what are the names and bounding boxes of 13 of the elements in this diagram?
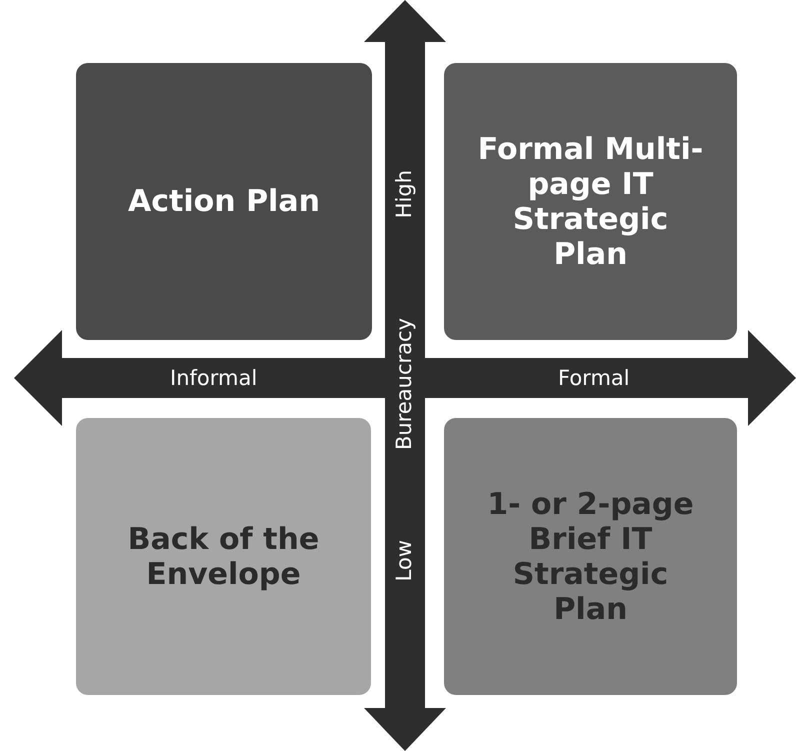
quadrant-box (444, 63, 737, 340)
axis-end-label: Low (392, 540, 416, 582)
quadrant-title: Action Plan (127, 184, 321, 219)
axis-end-label: Formal (558, 366, 630, 390)
axis-end-label: Informal (170, 366, 258, 390)
quadrant-box (76, 418, 371, 695)
quadrant-title: Formal Multi-page IT Strategic Plan (476, 132, 704, 272)
quadrant-title: 1- or 2-page Brief IT Strategic Plan (486, 486, 695, 626)
quadrant-title: Back of the Envelope (126, 522, 320, 592)
quadrant-box (444, 418, 737, 695)
axis-end-label: High (392, 170, 416, 218)
axis-title: Bureaucracy (392, 318, 416, 450)
quadrant-box (76, 63, 372, 340)
